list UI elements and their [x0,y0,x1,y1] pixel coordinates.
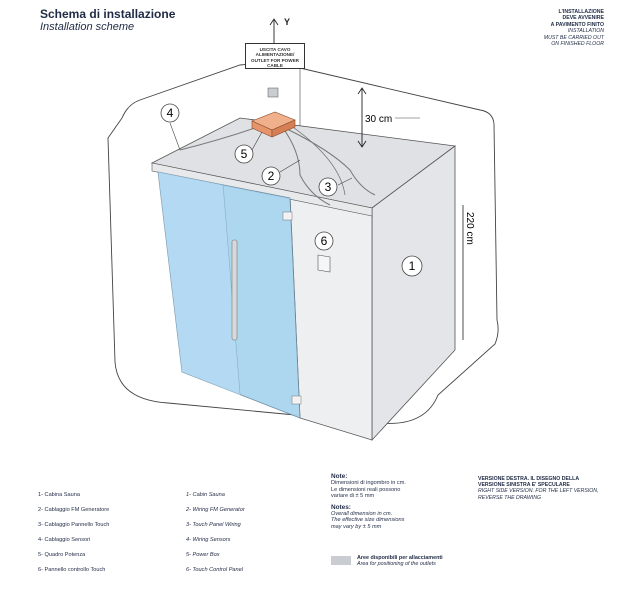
notes-it-line2: Le dimensioni reali possono [331,486,401,493]
dim-top-arrow-up-icon [357,87,367,95]
wire-sensors [179,127,256,151]
page-subtitle: Installation scheme [40,21,135,33]
legend-en-item: 1- Cabin Sauna [186,492,225,498]
touch-control-panel [317,254,331,273]
notes-it-line3: variare di ± 5 mm [331,493,375,500]
cabin-front-wall [289,194,373,441]
callout-4: 4 [160,103,181,151]
outlet-line4: CABLE [267,63,283,69]
outlet-line3: OUTLET FOR POWER [251,57,299,63]
callout-3-label: 3 [325,180,332,194]
legend-en-item: 3- Touch Panel Wiring [186,522,241,528]
installation-drawing: 30 cm 220 cm 4 5 2 3 6 1 [107,18,499,442]
notes-en-heading: Notes: [331,503,351,511]
outlet-area-en: Area for positioning of the outlets [357,561,436,568]
glass-fixed-panel [158,172,240,395]
page-title: Schema di installazione [40,7,176,21]
door-hinge-bottom [291,395,302,405]
callout-5-label: 5 [241,147,248,161]
y-axis-label: Y [284,17,291,27]
notes-en-line3: may vary by ± 5 mm [331,523,382,530]
version-en-line1: RIGHT SIDE VERSION. FOR THE LEFT VERSION… [478,488,599,495]
outlet-area-legend: Aree disponibili per allacciamenti Area … [357,555,443,568]
callout-2-label: 2 [268,169,275,183]
legend-it-item: 4- Cablaggio Sensori [38,537,91,543]
door-handle [231,239,238,341]
outlet-line1: USCITA CAVO [259,47,291,52]
legend-english: 1- Cabin Sauna 2- Wiring FM Generator 3-… [186,492,245,582]
installation-note: L'INSTALLAZIONE DEVE AVVENIRE A PAVIMENT… [464,9,604,47]
version-it-line1: VERSIONE DESTRA. IL DISEGNO DELLA [478,476,580,482]
power-box-side [271,119,296,138]
outlet-label-box: USCITA CAVO ALIMENTAZIONE/ OUTLET FOR PO… [245,43,305,69]
dim-top-label: 30 cm [365,114,392,125]
callout-1-label: 1 [409,259,416,273]
callout-1: 1 [401,255,423,277]
legend-en-item: 6- Touch Control Panel [186,567,244,573]
note-it-line3: A PAVIMENTO FINITO [550,21,604,28]
legend-it-item: 3- Cablaggio Pannello Touch [38,522,110,528]
wire-extra [289,124,346,196]
legend-it-item: 5- Quadro Potenza [38,552,86,558]
notes-en-line2: The effective size dimensions [331,517,405,524]
note-en-line1: INSTALLATION [567,28,604,35]
y-axis-arrow-icon [269,18,279,26]
outlet-area-it: Aree disponibili per allacciamenti [357,555,443,561]
version-en-line2: REVERSE THE DRAWING [478,494,542,501]
notes-en-line1: Overall dimension in cm. [331,511,393,518]
dim-top-arrow-down-icon [357,140,367,148]
callout-4-label: 4 [167,106,174,120]
legend-it-item: 2- Cablaggio FM Generatore [38,507,110,513]
note-en-line2: MUST BE CARRIED OUT [543,34,604,41]
note-it-line2: DEVE AVVENIRE [562,15,604,22]
legend-en-item: 5- Power Box [186,552,220,558]
dim-height-label: 220 cm [464,212,475,245]
callout-2: 2 [261,159,301,186]
outlet-marker [267,87,279,98]
wire-touch-panel [284,127,376,196]
notes-it-line1: Dimensioni di ingombro in cm. [331,480,406,487]
outlet-area-swatch [331,556,351,565]
cabin-top-band [151,162,373,217]
notes-it-heading: Note: [331,473,348,480]
version-note: VERSIONE DESTRA. IL DISEGNO DELLA VERSIO… [478,476,618,501]
note-it-line1: L'INSTALLAZIONE [558,9,604,15]
legend-en-item: 4- Wiring Sensors [186,537,231,543]
dimension-notes: Note: Dimensioni di ingombro in cm. Le d… [331,473,471,530]
version-it-line2: VERSIONE SINISTRA E' SPECULARE [478,482,570,489]
room-outline [107,63,499,424]
wire-fm-generator [279,123,331,206]
callout-3: 3 [318,177,353,197]
note-en-line3: ON FINISHED FLOOR [551,41,604,48]
door-hinge-top [282,211,293,221]
legend-it-item: 6- Pannello controllo Touch [38,567,106,573]
outlet-line2: ALIMENTAZIONE/ [255,52,295,58]
legend-en-item: 2- Wiring FM Generator [186,507,245,513]
callout-6-label: 6 [321,234,328,248]
legend-italian: 1- Cabina Sauna 2- Cablaggio FM Generato… [38,492,109,582]
legend-it-item: 1- Cabina Sauna [38,492,80,498]
callout-6: 6 [314,231,334,251]
callout-5: 5 [234,131,263,164]
